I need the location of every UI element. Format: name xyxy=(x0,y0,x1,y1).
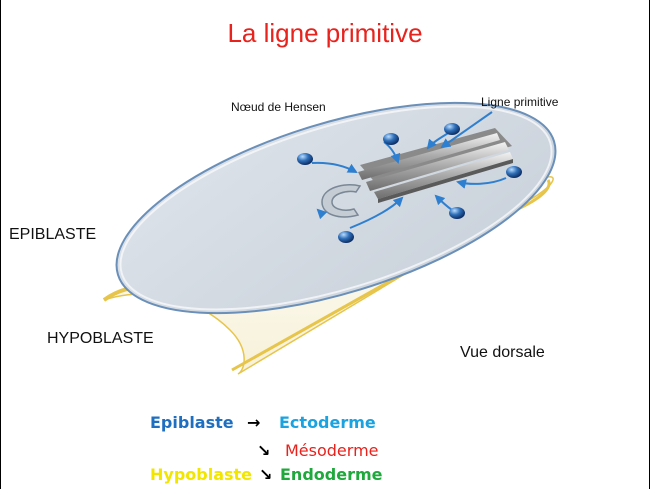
legend-hypoblaste: Hypoblaste xyxy=(150,465,253,484)
label-ligne-primitive: Ligne primitive xyxy=(481,95,559,109)
legend-epiblaste: Epiblaste xyxy=(150,413,234,432)
legend-row-1: Epiblaste → Ectoderme xyxy=(0,413,650,433)
legend-endoderme: Endoderme xyxy=(280,465,383,484)
primitive-streak xyxy=(358,128,513,203)
label-hypoblaste: HYPOBLASTE xyxy=(47,330,154,347)
migration-arrows xyxy=(311,131,507,229)
label-hensen: Nœud de Hensen xyxy=(231,100,326,114)
left-frame-line xyxy=(0,0,1,489)
legend-mesoderme: Mésoderme xyxy=(285,441,379,460)
legend-ectoderme: Ectoderme xyxy=(279,413,376,432)
hypoblast-edge-right xyxy=(519,179,551,210)
hensen-node xyxy=(321,184,362,218)
label-epiblaste: EPIBLASTE xyxy=(9,226,97,243)
arrow-diagonal-icon: ↘ xyxy=(259,465,273,484)
arrow-diagonal-icon: ↘ xyxy=(257,441,271,460)
page-title: La ligne primitive xyxy=(227,18,423,48)
legend-row-2: ↘ Mésoderme xyxy=(0,441,650,461)
arrow-right-icon: → xyxy=(247,413,261,432)
epiblast-disc-rim xyxy=(119,105,553,311)
ligne-pointer xyxy=(440,111,493,149)
cells xyxy=(297,123,522,243)
legend-row-3: Hypoblaste ↘ Endoderme xyxy=(0,465,650,485)
label-vue-dorsale: Vue dorsale xyxy=(460,344,545,361)
